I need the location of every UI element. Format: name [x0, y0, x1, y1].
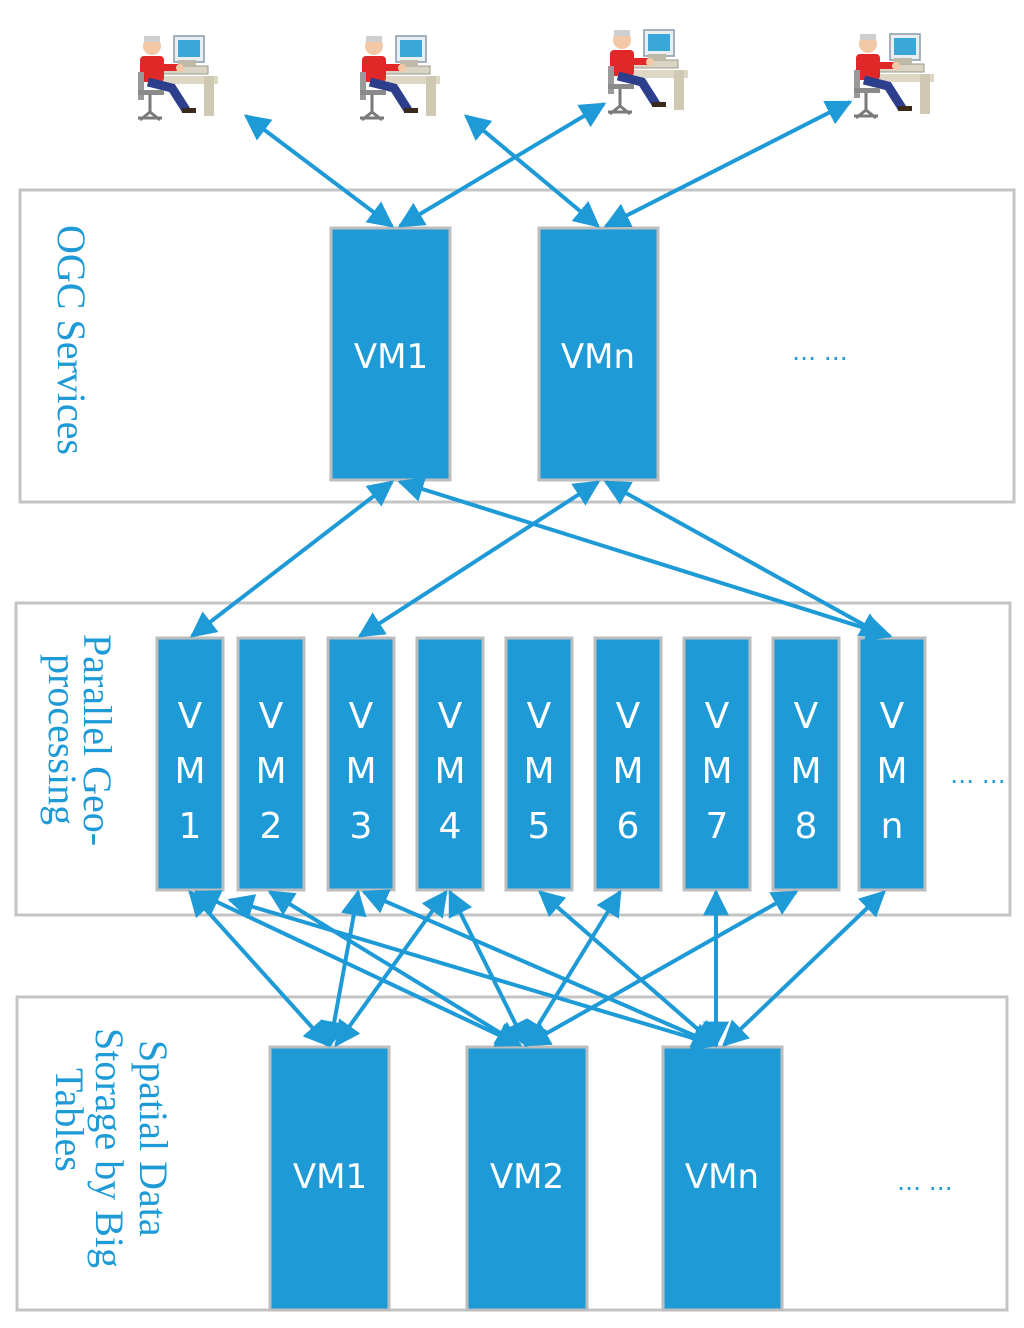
geo-vm-9: VMn [857, 636, 927, 892]
vm-box [326, 636, 396, 892]
arrow [448, 889, 528, 1048]
vm-label-char: M [345, 751, 376, 792]
vm-label-char: V [178, 696, 203, 737]
user-at-computer-icon [854, 34, 934, 118]
arrow [464, 114, 600, 228]
vm-label-char: M [612, 751, 643, 792]
vm-label-char: M [434, 751, 465, 792]
vm-label-char: 5 [528, 806, 551, 847]
storage-ellipsis: … … [897, 1168, 953, 1196]
ogc-vm1: VM1 [329, 226, 452, 482]
vm-label-char: M [876, 751, 907, 792]
storage-vm2: VM2 [465, 1045, 589, 1312]
vm-label-char: 6 [617, 806, 640, 847]
vm-label-char: V [616, 696, 641, 737]
user-at-computer-icon [360, 36, 440, 120]
user-at-computer-icon [608, 30, 688, 114]
geo-ellipsis: … … [950, 761, 1006, 789]
arrow [357, 480, 601, 638]
storage-layer-title-line: Spatial Data [131, 1040, 176, 1237]
ogc-services-layer [18, 188, 1016, 504]
geo-vm-5: VM 5 [504, 636, 574, 892]
vm-label: VM1 [354, 337, 428, 377]
geo-storage-arrows [188, 889, 886, 1051]
vm-box [771, 636, 841, 892]
geo-layer-title-line: Parallel Geo- [75, 634, 120, 846]
vm-box [857, 636, 927, 892]
vm-label-char: M [790, 751, 821, 792]
vm-box [329, 226, 452, 482]
arrow [722, 890, 886, 1047]
vm-label-char: V [880, 696, 905, 737]
ogc-layer-title: OGC Services [49, 225, 94, 455]
vm-label: VMn [685, 1157, 759, 1197]
user-icons [138, 30, 934, 120]
storage-layer-title-line: Storage by Big [87, 1028, 132, 1268]
vm-box [537, 226, 660, 482]
vm-label: VM2 [490, 1157, 564, 1197]
vm-label-char: 1 [179, 806, 202, 847]
storage-layer-title: Spatial Data Storage by Big Tables [47, 1028, 176, 1268]
vm-label-char: M [174, 751, 205, 792]
storage-vmn: VMn [661, 1045, 784, 1312]
ogc-ellipsis: … … [792, 338, 848, 366]
vm-label: VMn [561, 337, 635, 377]
vm-label-char: V [705, 696, 730, 737]
vm-label-char: M [255, 751, 286, 792]
user-ogc-arrows [243, 100, 853, 228]
geo-vm-7: VM 7 [682, 636, 752, 892]
ogc-vmn: VMn [537, 226, 660, 482]
vm-label-char: V [794, 696, 819, 737]
geo-layer-title: Parallel Geo- processing [40, 634, 120, 846]
geo-vm-2: VM 2 [236, 636, 306, 892]
geo-vm-1: VM 1 [155, 636, 225, 892]
arrow [603, 100, 853, 228]
vm-label-char: V [259, 696, 284, 737]
vm-label-char: V [527, 696, 552, 737]
vm-label-char: 7 [706, 806, 729, 847]
storage-vm1: VM1 [268, 1045, 391, 1312]
vm-label-char: V [438, 696, 463, 737]
geo-vm-6: VM 6 [593, 636, 663, 892]
vm-label-char: V [349, 696, 374, 737]
geo-vm-3: VM 3 [326, 636, 396, 892]
geo-layer-title-line: processing [40, 654, 85, 825]
vm-label-char: 4 [439, 806, 462, 847]
vm-box [268, 1045, 391, 1312]
storage-layer-title-line: Tables [47, 1068, 92, 1172]
vm-box [465, 1045, 589, 1312]
ogc-geo-arrows [189, 476, 893, 642]
vm-box [236, 636, 306, 892]
vm-label-char: 3 [350, 806, 373, 847]
vm-label-char: M [523, 751, 554, 792]
vm-box [661, 1045, 784, 1312]
vm-label-char: 8 [795, 806, 818, 847]
arrow [603, 480, 887, 638]
arrow [243, 114, 395, 228]
geo-vm-4: VM 4 [415, 636, 485, 892]
vm-box [593, 636, 663, 892]
user-at-computer-icon [138, 36, 218, 120]
vm-label-char: M [701, 751, 732, 792]
geo-vm-8: VM 8 [771, 636, 841, 892]
vm-label-char: n [881, 806, 904, 847]
vm-label: VM1 [293, 1157, 367, 1197]
arrow [334, 889, 448, 1048]
vm-box [155, 636, 225, 892]
vm-label-char: 2 [260, 806, 283, 847]
